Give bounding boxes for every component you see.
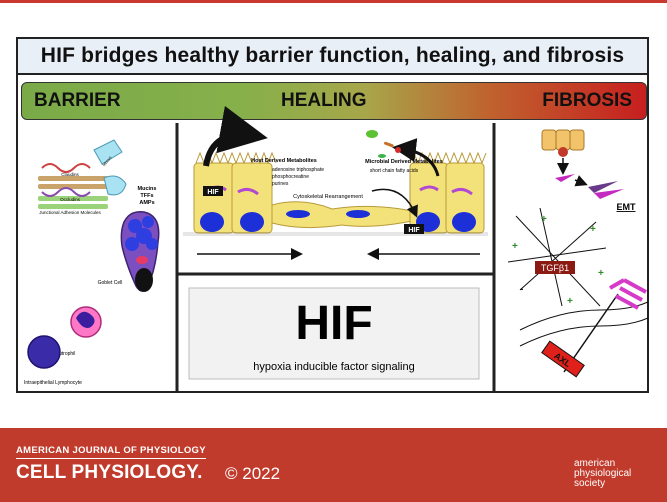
society-line-3: society xyxy=(574,478,606,489)
host-metabolite-arrow xyxy=(203,105,268,167)
hif-tag-right-label: HIF xyxy=(408,227,420,234)
microbial-metabolites-title: Microbial Derived Metabolites xyxy=(365,159,443,165)
tgf-label: TGFβ1 xyxy=(541,263,569,273)
tffs-label: TFFs xyxy=(140,193,153,199)
lymphocyte-cell xyxy=(27,335,61,369)
cytoskeletal-label: Cytoskeletal Rearrangement xyxy=(293,194,363,200)
journal-title: CELL PHYSIOLOGY. xyxy=(16,462,203,483)
occludins-label: Occludins xyxy=(60,197,81,202)
host-item-purines: purines xyxy=(272,181,289,187)
tgf-plus-signs: + + + + + xyxy=(512,214,604,307)
journal-rule xyxy=(16,458,206,459)
emt-label: EMT xyxy=(617,202,637,212)
tgf-badge xyxy=(535,261,575,274)
society-line-1: american xyxy=(574,458,616,469)
svg-text:+: + xyxy=(541,214,547,225)
mucins-label: Mucins xyxy=(138,186,157,192)
claudins-label: Claudins xyxy=(61,172,79,177)
host-metabolites-title: Host Derived Metabolites xyxy=(251,158,317,164)
microbes-illustration xyxy=(366,130,401,158)
microbial-item-scfa: short chain fatty acids xyxy=(370,168,419,174)
stage-label-barrier: BARRIER xyxy=(34,90,121,111)
journal-name: AMERICAN JOURNAL OF PHYSIOLOGY xyxy=(16,445,206,456)
axl-receptor-illustration xyxy=(519,278,649,378)
svg-text:+: + xyxy=(598,268,604,279)
journal-footer xyxy=(0,428,667,502)
copyright: © 2022 xyxy=(225,464,281,483)
mucus-label: Mucus xyxy=(101,155,112,167)
hif-tag-left-label: HIF xyxy=(207,189,219,196)
hif-tag-left xyxy=(203,186,223,196)
svg-text:-: - xyxy=(520,284,523,295)
society-line-2: physiological xyxy=(574,468,632,479)
cytoskeletal-arrow xyxy=(371,188,418,218)
iel-label: Intraepithelial Lymphocyte xyxy=(24,380,82,386)
stage-gradient-bar: BARRIER HEALING FIBROSIS xyxy=(21,82,647,120)
neutrophil-cell xyxy=(70,306,102,338)
emt-illustration xyxy=(541,129,624,199)
svg-text:+: + xyxy=(567,296,573,307)
society-name: american physiological society xyxy=(574,459,649,489)
hif-tag-right xyxy=(404,224,424,234)
tight-junction-illustration xyxy=(38,139,127,209)
neutrophil-label: Neutrophil xyxy=(53,351,76,357)
svg-text:+: + xyxy=(512,241,518,252)
hif-box xyxy=(188,287,480,380)
figure-title: HIF bridges healthy barrier function, he… xyxy=(18,39,647,75)
stage-label-fibrosis: FIBROSIS xyxy=(542,90,632,111)
host-item-atp: adenosine triphosphate xyxy=(272,167,324,173)
stage-label-healing: HEALING xyxy=(281,90,367,111)
top-accent-rule xyxy=(0,0,667,3)
amps-label: AMPs xyxy=(139,200,154,206)
goblet-cell-label: Goblet Cell xyxy=(98,280,123,286)
svg-text:+: + xyxy=(590,224,596,235)
microbial-metabolite-arrow xyxy=(392,138,440,177)
panel-dividers xyxy=(175,123,496,393)
goblet-cell xyxy=(120,210,160,292)
tgf-minus-signs: - xyxy=(520,284,523,295)
host-item-phosphocreatine: phosphocreatine xyxy=(272,174,309,180)
hif-title: HIF xyxy=(295,297,372,350)
hif-subtitle: hypoxia inducible factor signaling xyxy=(253,361,414,373)
jam-label: Junctional Adhesion Molecules xyxy=(39,210,101,215)
